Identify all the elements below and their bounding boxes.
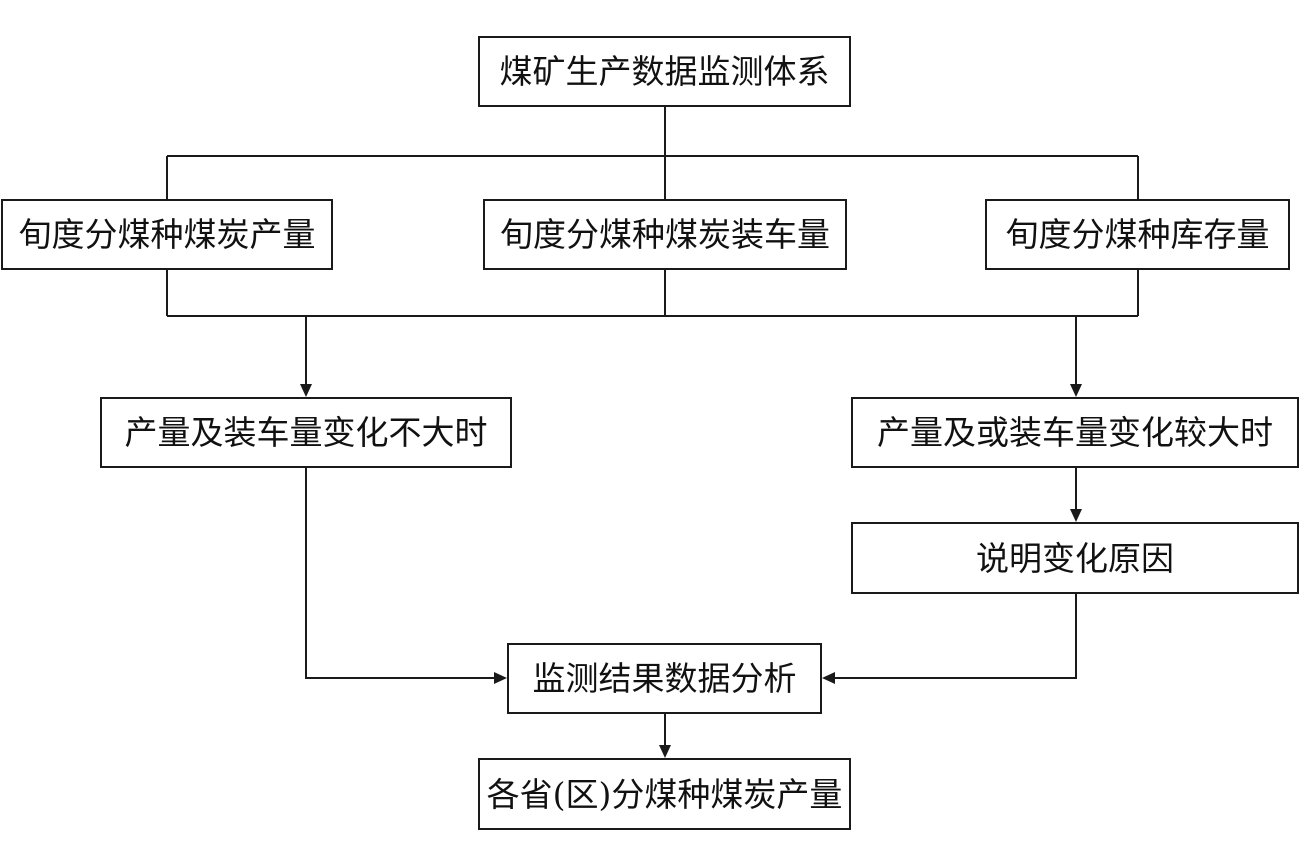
node-large-change-label: 产量及或装车量变化较大时: [877, 413, 1273, 452]
node-inventory-label: 旬度分煤种库存量: [1005, 215, 1270, 254]
node-root: 煤矿生产数据监测体系: [478, 36, 851, 107]
node-result-label: 各省(区)分煤种煤炭产量: [486, 774, 843, 814]
node-analysis: 监测结果数据分析: [507, 643, 822, 714]
node-output-label: 旬度分煤种煤炭产量: [18, 215, 316, 254]
node-loading: 旬度分煤种煤炭装车量: [483, 199, 847, 270]
edge-explain-to-analysis: [833, 594, 1077, 679]
arrowhead-result: [659, 745, 671, 758]
node-small-change: 产量及装车量变化不大时: [100, 397, 512, 468]
node-explain-label: 说明变化原因: [976, 538, 1174, 578]
arrowhead-analysis-right: [822, 672, 835, 684]
arrowhead-analysis-left: [494, 672, 507, 684]
node-large-change: 产量及或装车量变化较大时: [851, 397, 1299, 468]
arrowhead-large-change: [1070, 384, 1082, 397]
edge-small-change-to-analysis: [305, 468, 496, 679]
node-output: 旬度分煤种煤炭产量: [1, 199, 333, 270]
node-loading-label: 旬度分煤种煤炭装车量: [500, 215, 830, 254]
node-explain: 说明变化原因: [851, 522, 1299, 594]
arrowhead-small-change: [300, 384, 312, 397]
node-small-change-label: 产量及装车量变化不大时: [124, 413, 488, 452]
node-analysis-label: 监测结果数据分析: [532, 659, 797, 698]
node-result: 各省(区)分煤种煤炭产量: [478, 758, 851, 830]
arrowhead-explain: [1070, 509, 1082, 522]
node-inventory: 旬度分煤种库存量: [985, 199, 1290, 270]
node-root-label: 煤矿生产数据监测体系: [499, 52, 830, 91]
